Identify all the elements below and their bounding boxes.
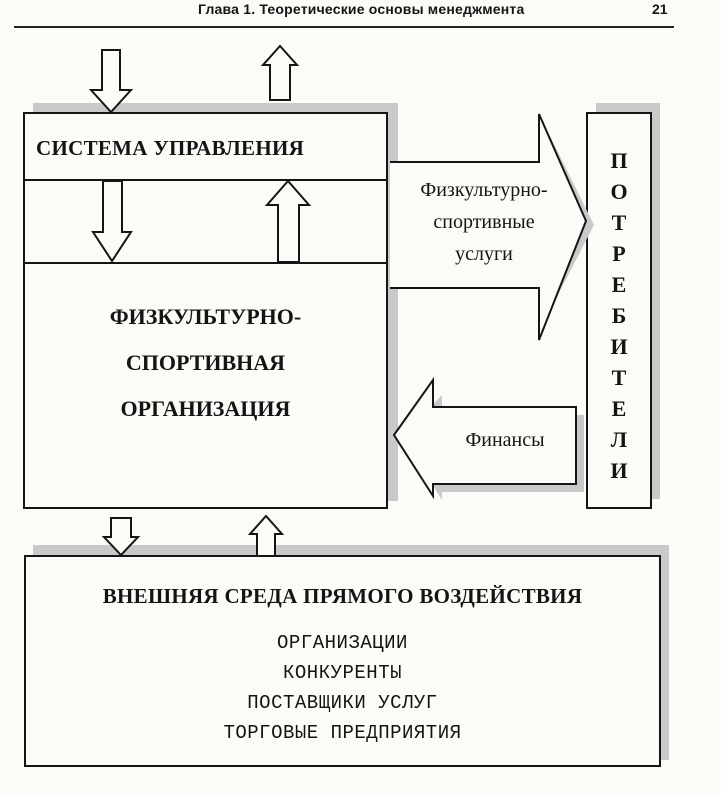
consumers-letter: Е: [611, 396, 627, 421]
chapter-title: Глава 1. Теоретические основы менеджмент…: [198, 1, 525, 17]
organization-name: ФИЗКУЛЬТУРНО- СПОРТИВНАЯ ОРГАНИЗАЦИЯ: [24, 294, 387, 432]
services-flow-line-3: услуги: [455, 243, 513, 265]
environment-items: ОРГАНИЗАЦИИ КОНКУРЕНТЫ ПОСТАВЩИКИ УСЛУГ …: [25, 628, 660, 748]
services-arrow: [390, 113, 588, 341]
consumers-letter: И: [610, 458, 628, 483]
environment-title: ВНЕШНЯЯ СРЕДА ПРЯМОГО ВОЗДЕЙСТВИЯ: [102, 584, 583, 608]
environment-item: ОРГАНИЗАЦИИ: [277, 632, 408, 654]
page-number: 21: [652, 1, 668, 17]
consumers-letter: Б: [611, 303, 627, 328]
env-arrow-up: [247, 514, 285, 557]
consumers-letter: О: [610, 179, 628, 204]
command-arrow-down: [91, 180, 133, 263]
management-system-title: СИСТЕМА УПРАВЛЕНИЯ: [36, 136, 305, 160]
consumers-letter: Л: [610, 427, 628, 452]
header-rule: [14, 26, 674, 28]
output-arrow-up-top: [260, 44, 300, 101]
input-arrow-down-top: [88, 49, 134, 114]
environment-item: ТОРГОВЫЕ ПРЕДПРИЯТИЯ: [223, 722, 462, 744]
services-flow-line-2: спортивные: [433, 211, 535, 233]
organization-block: [23, 112, 388, 509]
environment-item: КОНКУРЕНТЫ: [282, 662, 403, 684]
consumers-letter: Е: [611, 272, 627, 297]
consumers-label: П О Т Р Е Б И Т Е Л И: [587, 145, 651, 486]
consumers-letter: Т: [611, 210, 627, 235]
consumers-letter: Р: [612, 241, 626, 266]
consumers-letter: И: [610, 334, 628, 359]
organization-name-line-1: ФИЗКУЛЬТУРНО-: [109, 304, 302, 329]
consumers-letter: П: [610, 148, 628, 173]
env-arrow-down: [101, 517, 141, 557]
organization-name-line-3: ОРГАНИЗАЦИЯ: [120, 396, 291, 421]
consumers-block: [586, 112, 652, 509]
services-flow-label: Физкультурно- спортивные услуги: [394, 174, 574, 270]
feedback-arrow-up: [264, 179, 312, 263]
services-flow-line-1: Физкультурно-: [420, 179, 548, 201]
environment-item: ПОСТАВЩИКИ УСЛУГ: [247, 692, 438, 714]
finance-flow-label: Финансы: [465, 429, 545, 451]
organization-name-line-2: СПОРТИВНАЯ: [125, 350, 286, 375]
environment-block: [24, 555, 661, 767]
finance-arrow: [392, 376, 577, 500]
consumers-letter: Т: [611, 365, 627, 390]
